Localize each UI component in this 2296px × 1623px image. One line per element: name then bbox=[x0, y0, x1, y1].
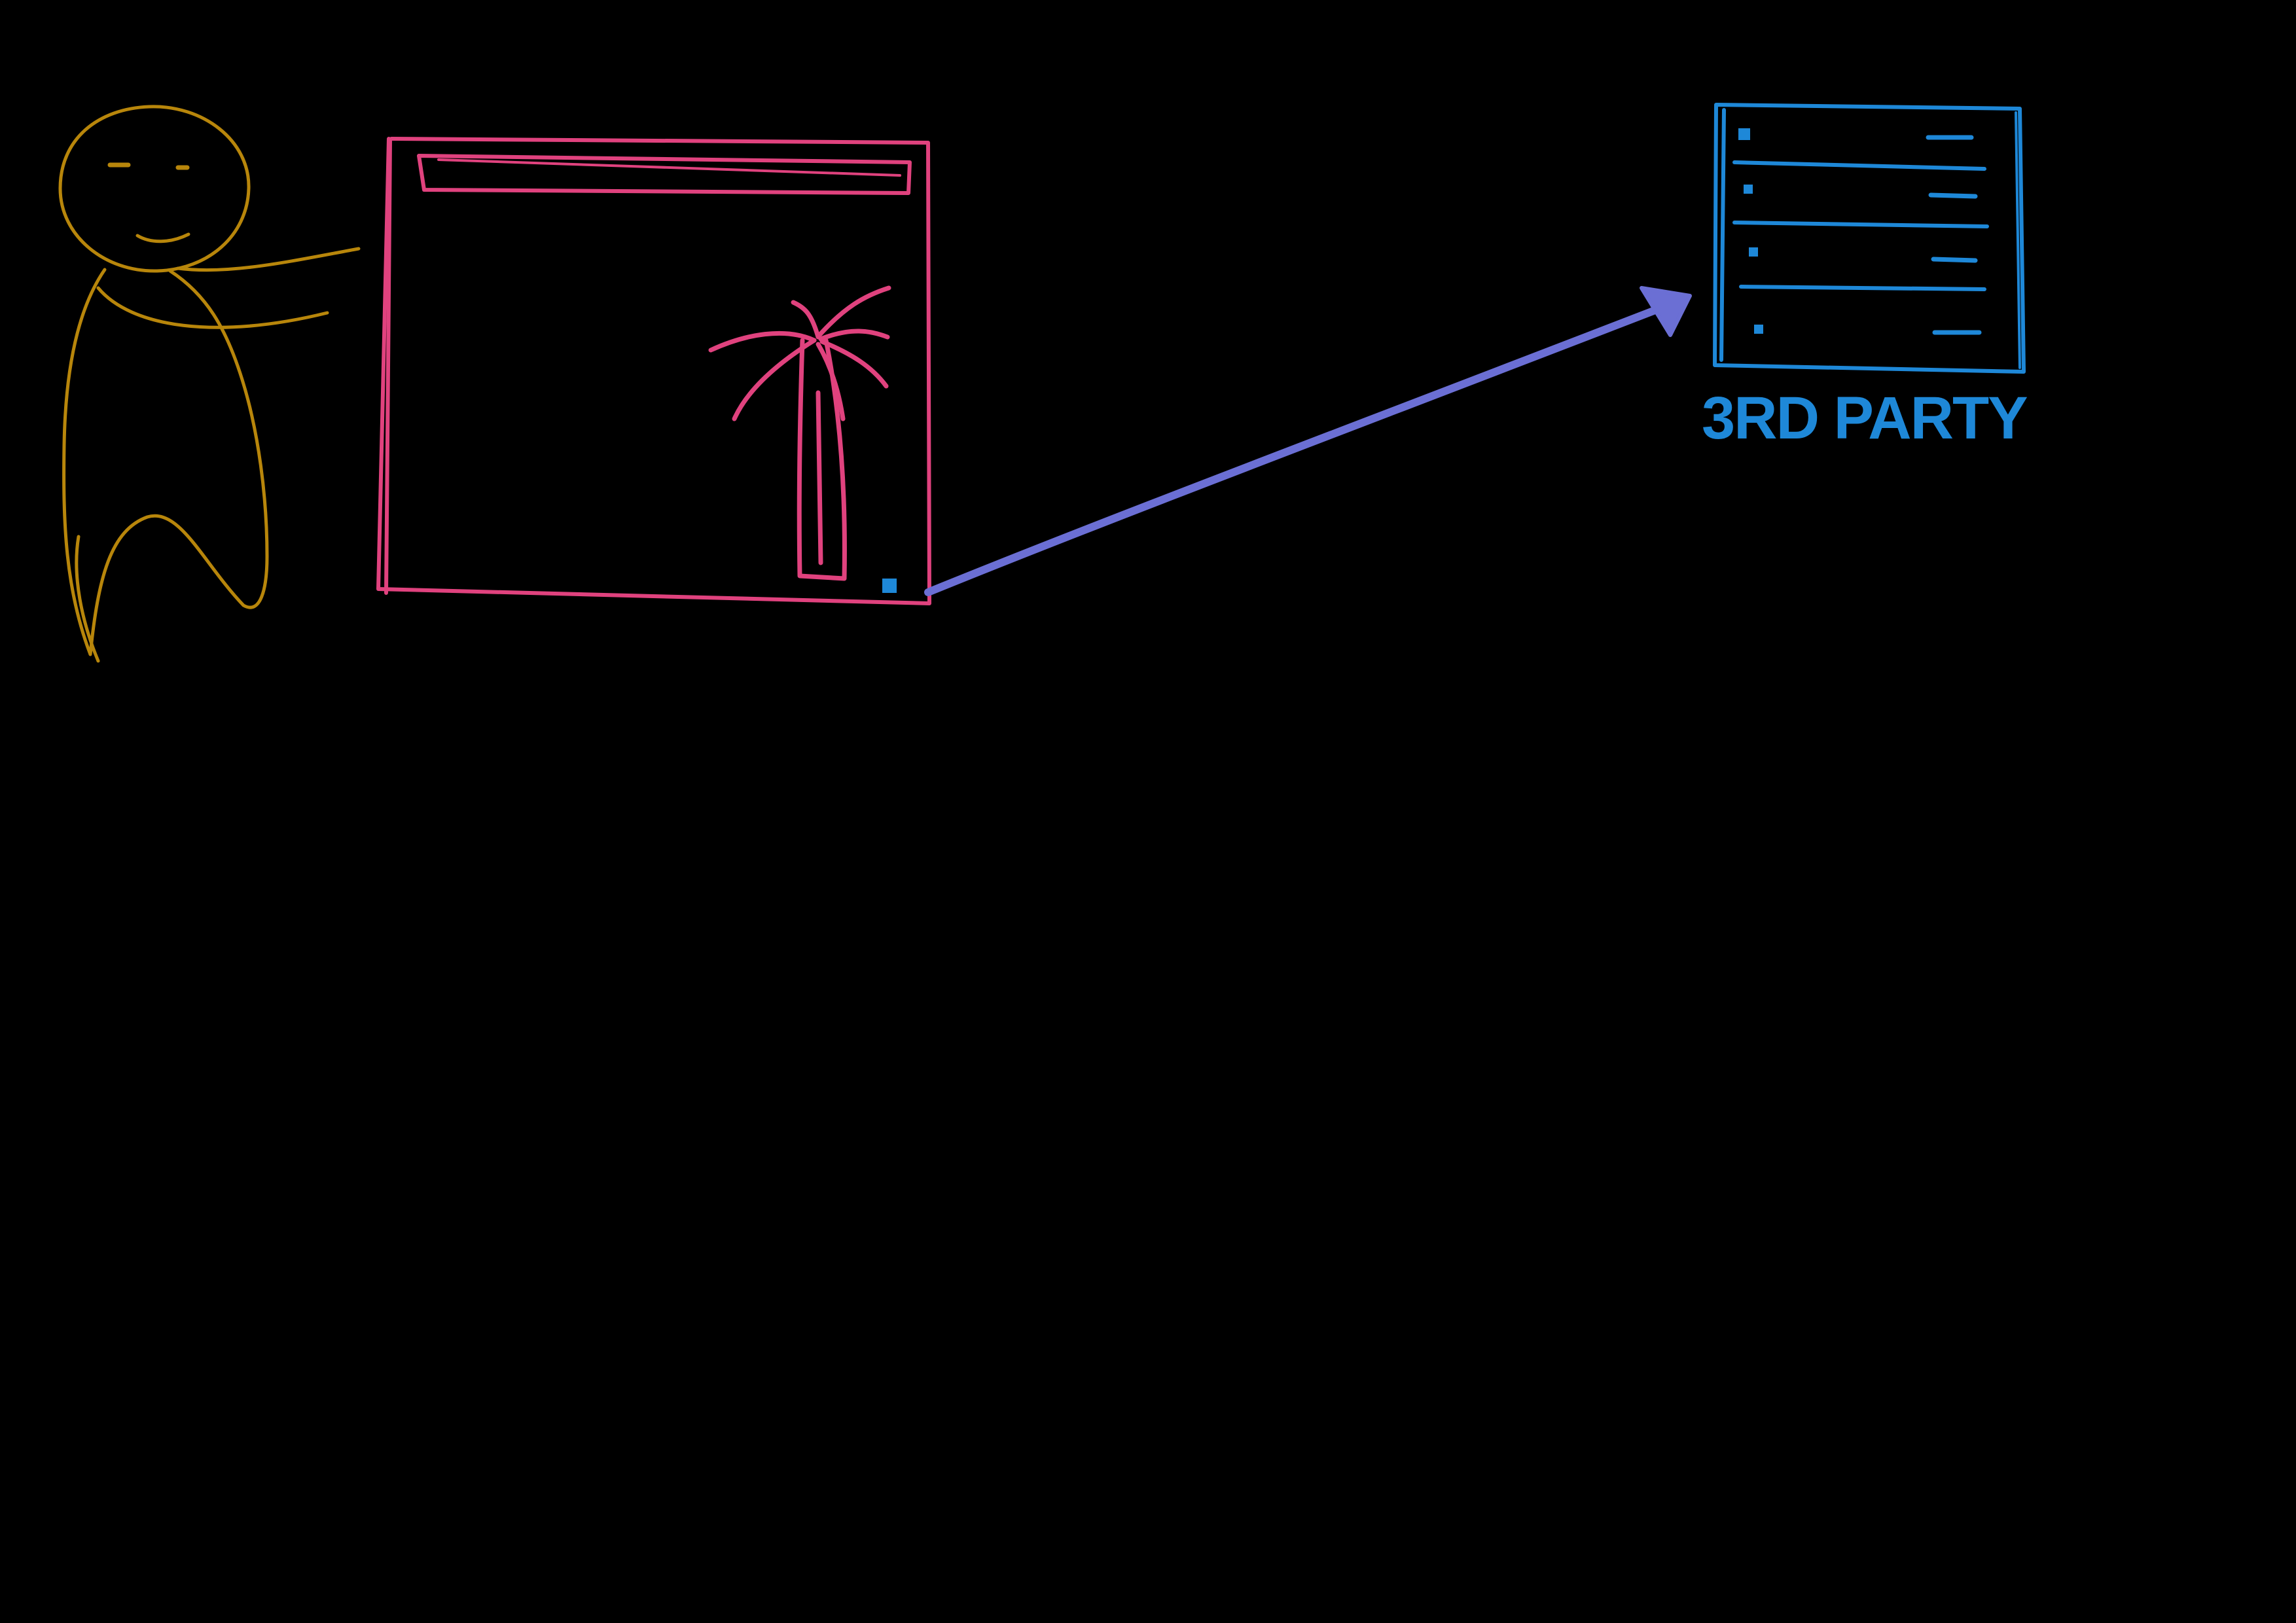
palm-tree-icon bbox=[708, 285, 891, 581]
server-list-icon bbox=[1713, 103, 2026, 374]
third-party-label: 3RD PARTY bbox=[1702, 385, 2027, 452]
tracking-pixel-icon bbox=[882, 579, 897, 593]
arrow-right-icon bbox=[924, 286, 1692, 596]
server-row-dots bbox=[1738, 128, 1763, 334]
stick-figure-icon bbox=[58, 105, 361, 663]
browser-window-icon bbox=[376, 137, 931, 605]
